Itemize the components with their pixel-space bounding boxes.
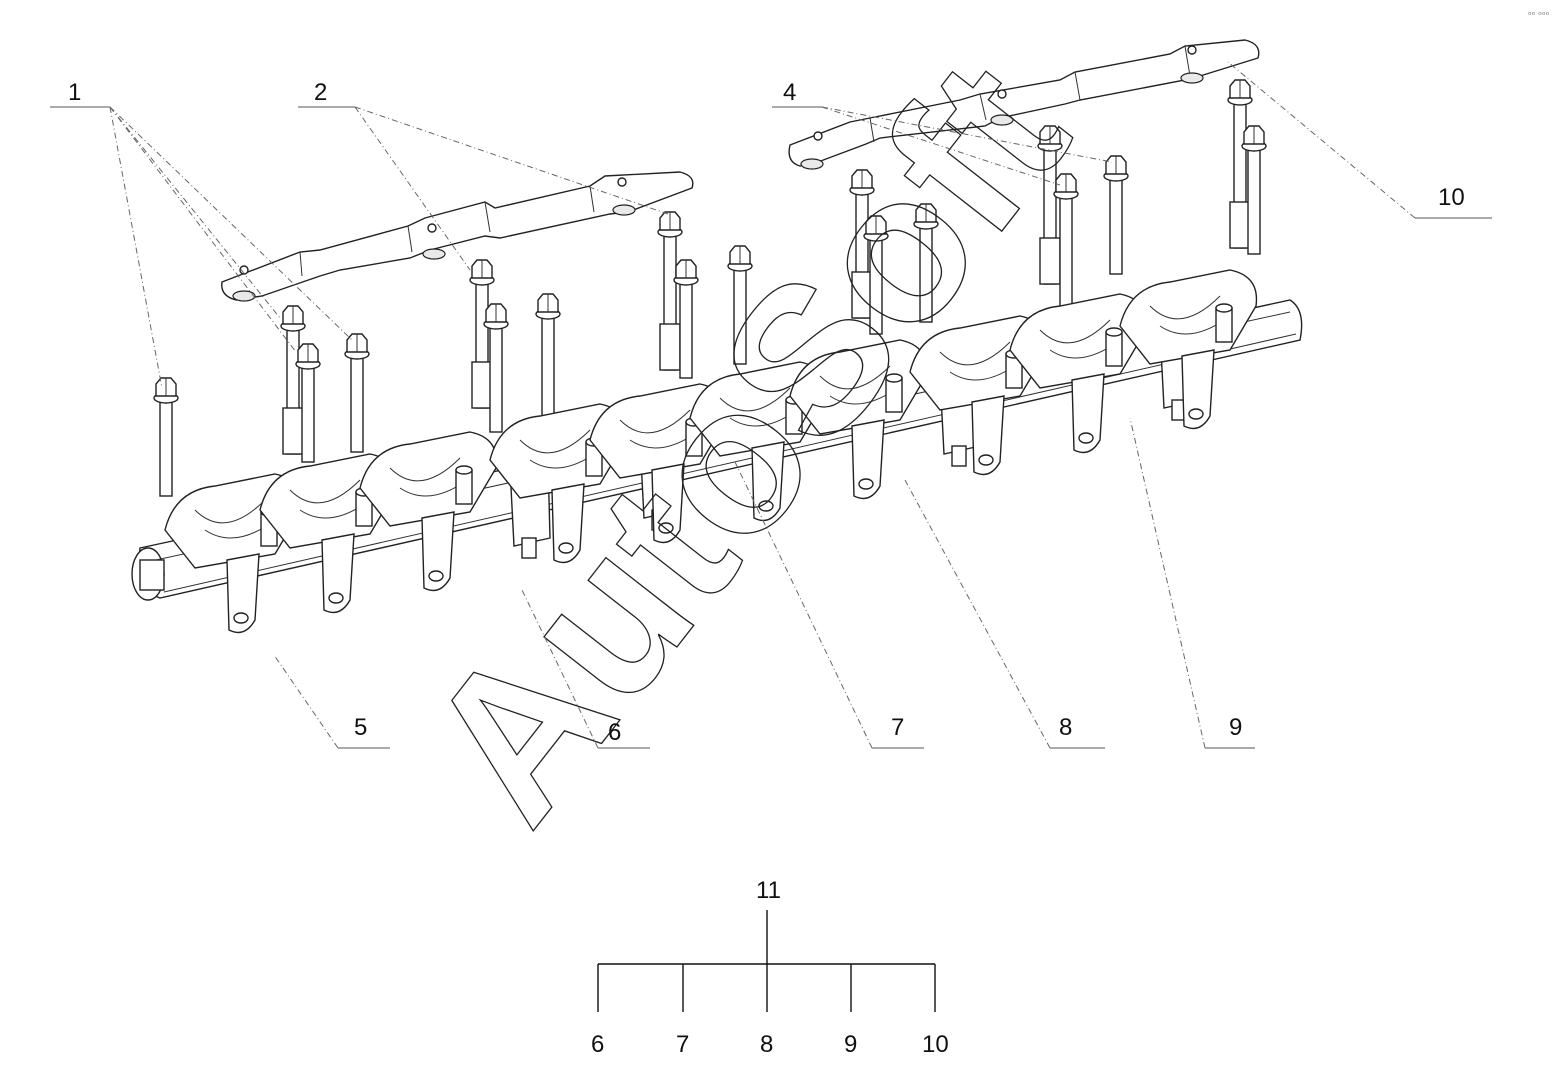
callout-9: 9 [1229, 714, 1242, 741]
bolt [1227, 79, 1253, 249]
tree-root-label: 11 [756, 877, 781, 904]
callout-8: 8 [1059, 714, 1072, 741]
callout-4: 4 [783, 79, 796, 106]
tree-child-label: 10 [922, 1031, 949, 1058]
bolt [1037, 125, 1063, 285]
bolt [280, 305, 306, 455]
rocker-arm [1119, 269, 1258, 430]
bolt [535, 293, 561, 433]
rocker-arm [689, 361, 828, 522]
callout-1: 1 [68, 79, 81, 106]
bracket-plate-right [788, 39, 1260, 170]
bracket-plate-left [221, 171, 694, 302]
tree-child-label: 6 [591, 1031, 604, 1058]
callout-6: 6 [608, 719, 621, 746]
tree-child-label: 8 [760, 1031, 773, 1058]
rocker-arm [789, 339, 981, 500]
assembly-tree: 11 6 7 8 9 10 [591, 877, 949, 1058]
bolt [153, 377, 179, 497]
callout-7: 7 [891, 714, 904, 741]
callout-10: 10 [1438, 184, 1465, 211]
bolt [469, 259, 495, 409]
bolt [483, 303, 509, 433]
bolt [295, 343, 321, 463]
leader-lines [50, 61, 1492, 749]
bolt [344, 333, 370, 453]
bolt-group [153, 79, 1267, 497]
corner-mark: ᵒᵒ ᵒᵒᵒ [1528, 11, 1550, 21]
bolt [913, 203, 939, 323]
rocker-arm [589, 383, 728, 544]
bolt [1241, 125, 1267, 255]
bolt [863, 215, 889, 335]
callout-5: 5 [354, 714, 367, 741]
tree-child-label: 9 [844, 1031, 857, 1058]
bolt [1103, 155, 1129, 275]
tree-child-label: 7 [676, 1031, 689, 1058]
rocker-arm [259, 453, 398, 614]
bolt [727, 245, 753, 365]
bolt [673, 259, 699, 379]
bolt [849, 169, 875, 319]
rocker-arm-group [164, 269, 1258, 634]
callout-2: 2 [314, 79, 327, 106]
